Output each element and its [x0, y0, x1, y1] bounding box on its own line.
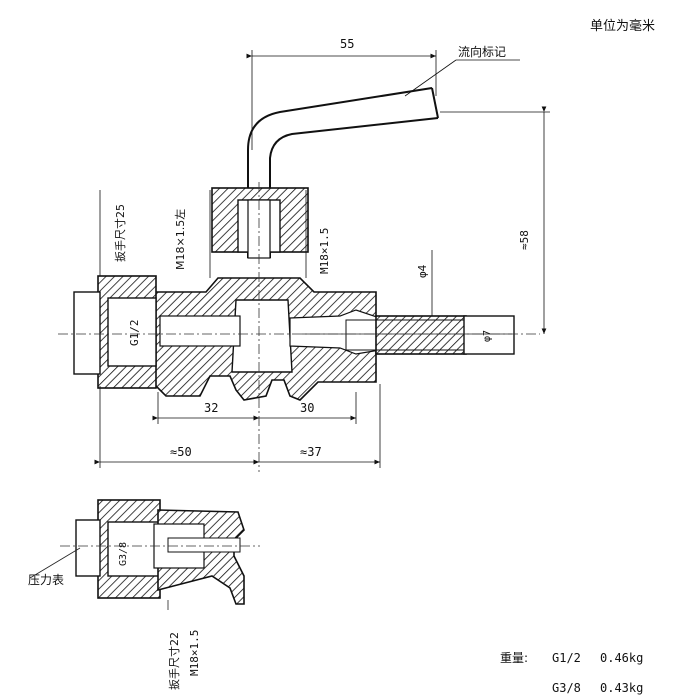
tail-pipe	[302, 315, 515, 355]
dim-wrench-bottom: 扳手尺寸22	[167, 632, 181, 690]
flow-mark-label: 流向标记	[458, 44, 506, 59]
units-note: 单位为毫米	[590, 18, 655, 34]
dim-left-len: 32	[204, 401, 218, 415]
left-nut	[73, 275, 157, 389]
dim-lower-thread: G3/8	[118, 542, 129, 566]
dim-total-left: ≈50	[170, 445, 192, 459]
dim-top-width: 55	[340, 37, 354, 51]
dim-height-right: ≈58	[518, 230, 531, 250]
lower-assembly	[29, 499, 260, 610]
dim-total-right: ≈37	[300, 445, 322, 459]
dim-thread-right-v: M18×1.5	[318, 228, 331, 274]
weights-label: 重量:	[500, 651, 528, 665]
weight-row-thread: G3/8	[552, 681, 581, 695]
dim-thread-left-v: M18×1.5左	[174, 209, 187, 270]
weight-row-mass: 0.46kg	[600, 651, 643, 665]
valve-body	[153, 277, 381, 401]
top-nut	[211, 187, 309, 259]
weight-row-thread: G1/2	[552, 651, 581, 665]
dim-left-thread: G1/2	[128, 320, 141, 347]
weight-row-mass: 0.43kg	[600, 681, 643, 695]
bent-tube	[247, 87, 439, 258]
dim-bore: φ4	[416, 264, 429, 278]
weights-table: 重量: G1/2 0.46kg G3/8 0.43kg	[500, 651, 643, 695]
dim-lower-metric: M18×1.5	[188, 630, 201, 676]
dim-tip-dia: φ7	[482, 330, 493, 342]
dim-right-len: 30	[300, 401, 314, 415]
gauge-label: 压力表	[28, 573, 64, 587]
dimension-lines	[94, 50, 550, 468]
dim-wrench-top: 扳手尺寸25	[113, 204, 127, 262]
